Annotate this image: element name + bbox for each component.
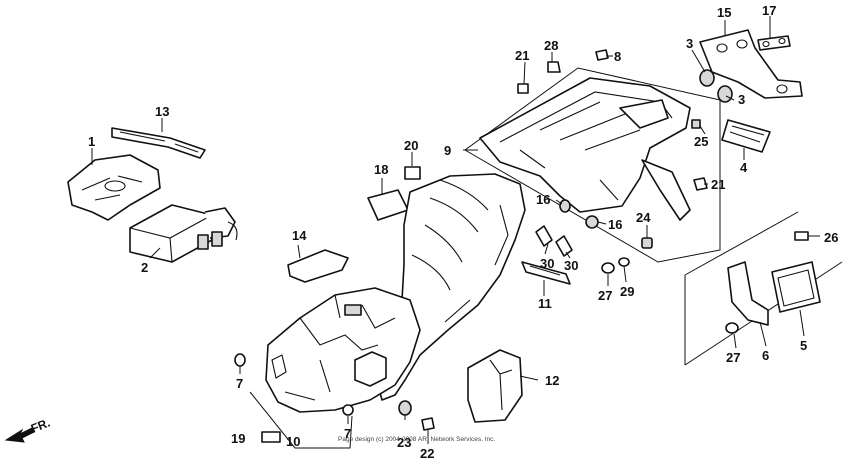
callout-1: 1 xyxy=(88,134,95,149)
callout-28: 28 xyxy=(544,38,558,53)
callout-10: 10 xyxy=(286,434,300,449)
part-14-pad xyxy=(287,249,349,283)
callout-29: 29 xyxy=(620,284,634,299)
part-15-bracket xyxy=(699,29,803,99)
callout-20: 20 xyxy=(404,138,418,153)
callout-13: 13 xyxy=(155,104,169,119)
callout-16a: 16 xyxy=(536,192,550,207)
part-10-lower-fender xyxy=(265,287,421,413)
callout-18: 18 xyxy=(374,162,388,177)
part-20-label xyxy=(404,166,421,180)
callout-27b: 27 xyxy=(726,350,740,365)
callout-7a: 7 xyxy=(236,376,243,391)
callout-8: 8 xyxy=(614,49,621,64)
callout-9: 9 xyxy=(444,143,451,158)
callout-25: 25 xyxy=(694,134,708,149)
leader-lines xyxy=(91,16,820,449)
callout-14: 14 xyxy=(292,228,307,243)
copyright-notice: Page design (c) 2004-2008 ARI Network Se… xyxy=(338,436,495,443)
part-18-label xyxy=(367,189,409,221)
callout-22: 22 xyxy=(420,446,434,461)
callout-5: 5 xyxy=(800,338,807,353)
callout-21b: 21 xyxy=(711,177,725,192)
callout-2: 2 xyxy=(141,260,148,275)
callout-6: 6 xyxy=(762,348,769,363)
part-13-bracket xyxy=(111,127,206,159)
callout-24: 24 xyxy=(636,210,651,225)
part-12-cover xyxy=(467,349,523,423)
part-2-control-unit xyxy=(129,204,238,263)
callout-labels: 1 2 3 3 4 5 6 7 7 8 9 10 11 12 13 14 15 … xyxy=(88,3,838,461)
callout-21a: 21 xyxy=(515,48,529,63)
callout-30a: 30 xyxy=(540,256,554,271)
callout-4: 4 xyxy=(740,160,748,175)
callout-12: 12 xyxy=(545,373,559,388)
callout-16b: 16 xyxy=(608,217,622,232)
callout-7b: 7 xyxy=(344,426,351,441)
part-1-holder xyxy=(67,154,161,221)
part-4-tail-lens xyxy=(721,119,771,153)
part-9-seat-frame xyxy=(464,67,721,263)
callout-11: 11 xyxy=(538,296,552,311)
callout-19: 19 xyxy=(231,431,245,446)
front-label: FR. xyxy=(29,416,52,436)
part-3-grommets xyxy=(699,69,733,103)
front-arrow-icon xyxy=(4,427,35,443)
part-11-hinge xyxy=(521,261,571,285)
license-light-group xyxy=(684,211,843,366)
callout-3a: 3 xyxy=(686,36,693,51)
callout-17: 17 xyxy=(762,3,776,18)
callout-27a: 27 xyxy=(598,288,612,303)
callout-23: 23 xyxy=(397,435,411,450)
callout-15: 15 xyxy=(717,5,731,20)
callout-26: 26 xyxy=(824,230,838,245)
callout-3b: 3 xyxy=(738,92,745,107)
front-direction-indicator: FR. xyxy=(4,416,52,443)
part-17-strap xyxy=(757,35,791,51)
callout-30b: 30 xyxy=(564,258,578,273)
fasteners xyxy=(234,49,809,443)
